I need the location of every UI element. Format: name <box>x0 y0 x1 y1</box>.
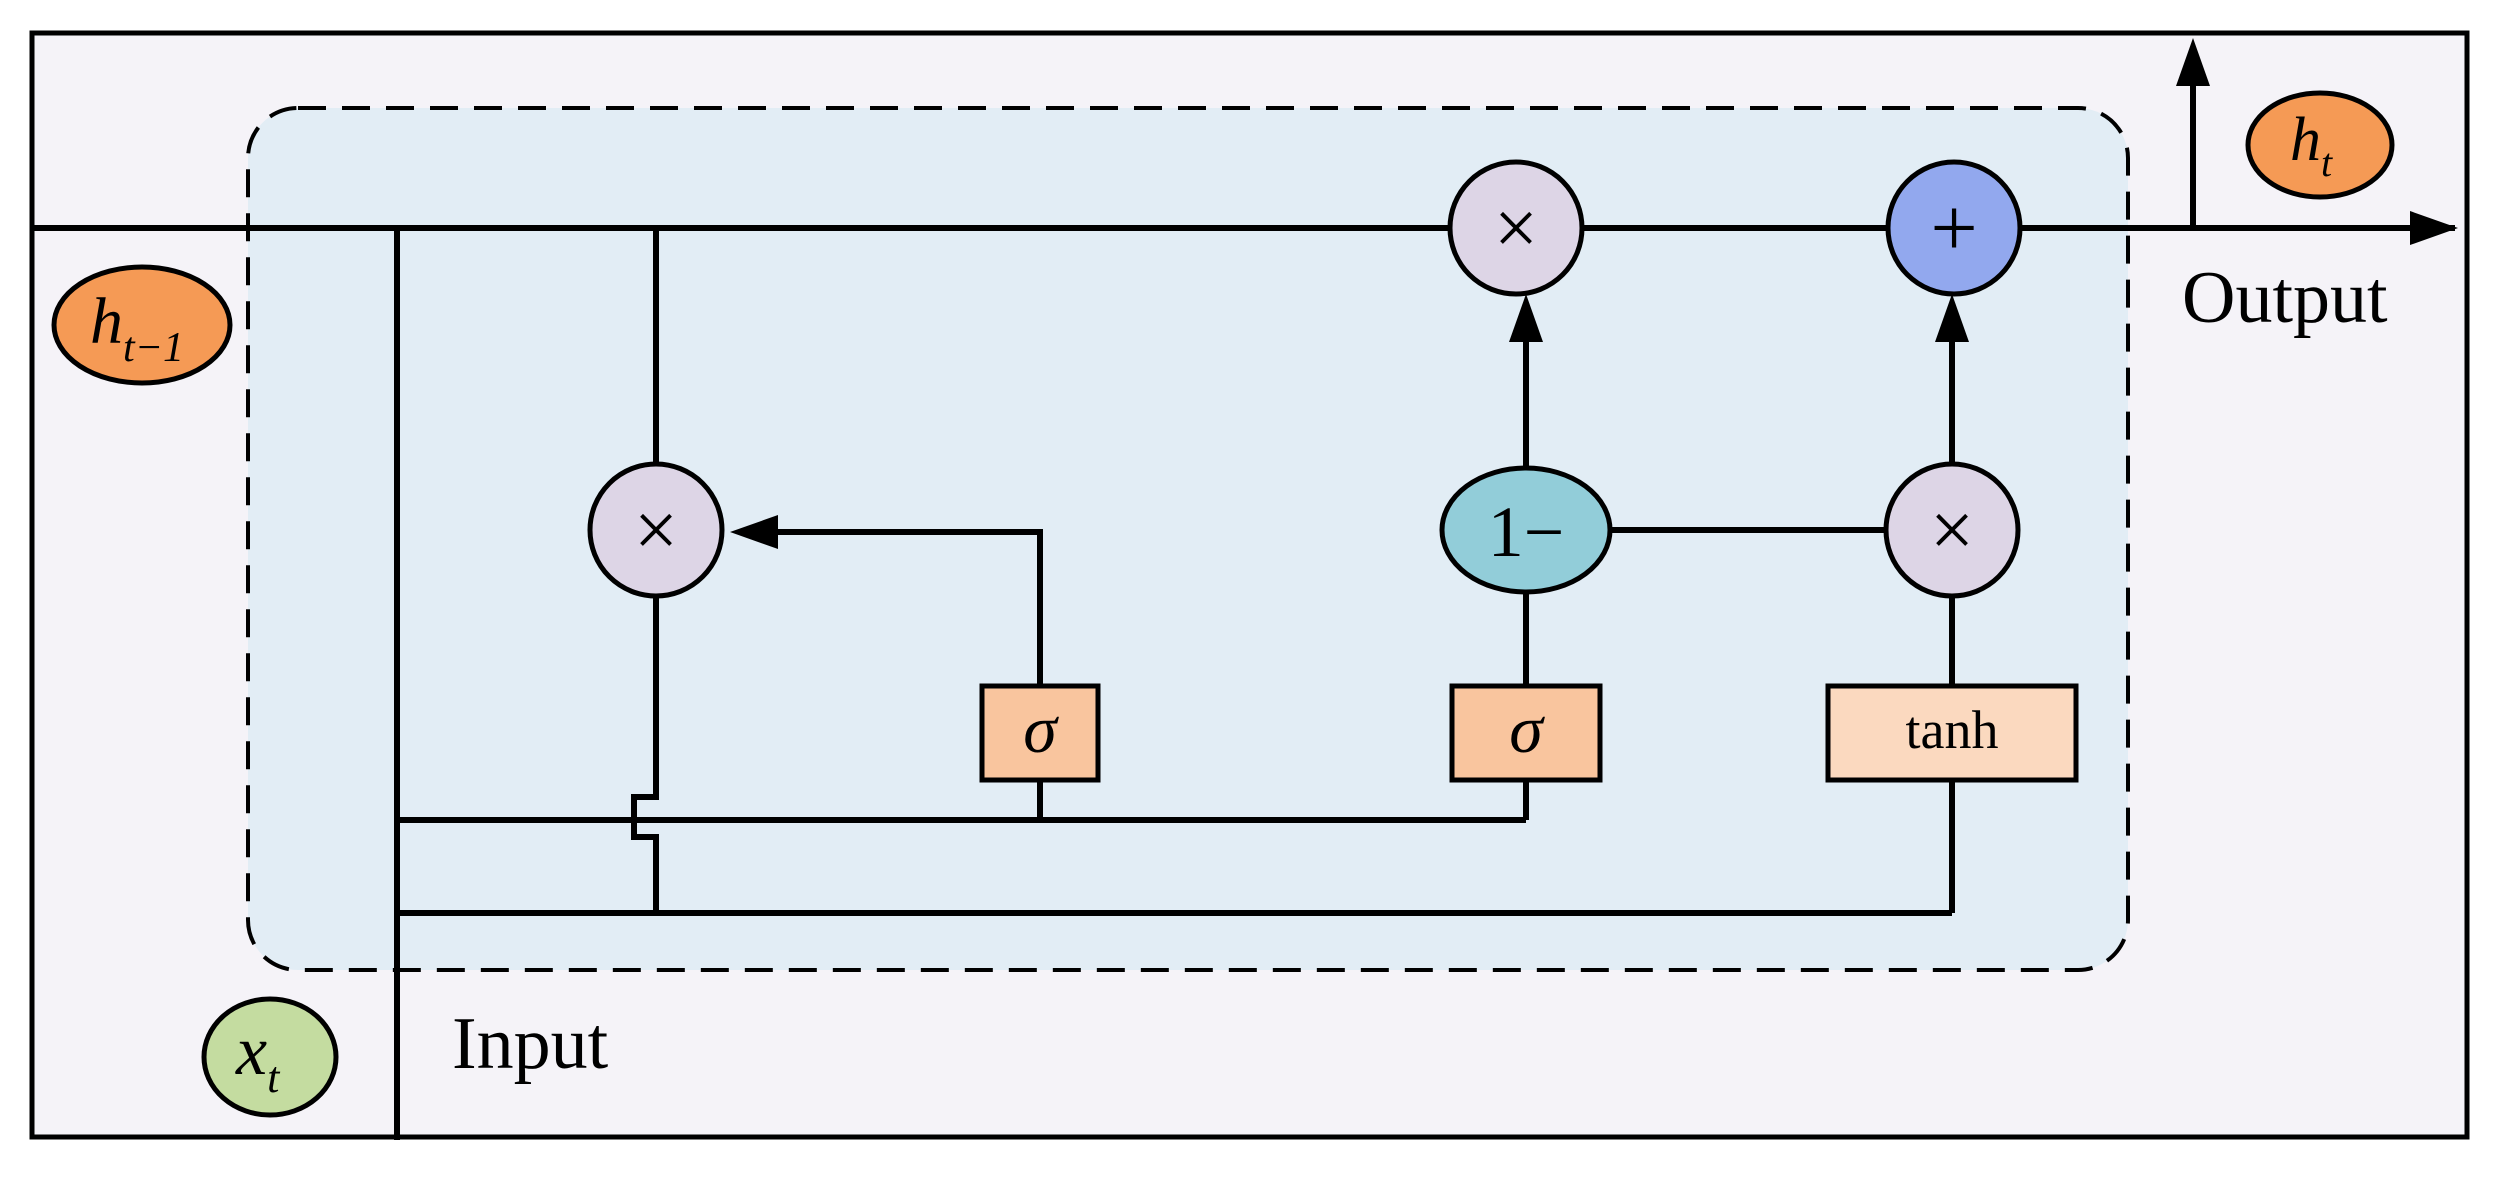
reset-multiply-symbol: × <box>634 486 678 573</box>
candidate-multiply-symbol: × <box>1930 486 1974 573</box>
reset-gate-output-line <box>775 529 1043 686</box>
hidden-multiply-symbol: × <box>1494 184 1538 271</box>
one-minus-label: 1− <box>1488 492 1565 572</box>
prev-hidden-state-base: h <box>90 285 123 358</box>
reset-gate-label: σ <box>1023 691 1059 767</box>
update-gate-box: σ <box>1449 683 1603 783</box>
prev-hidden-state-sub: t−1 <box>123 325 184 371</box>
candidate-tanh-label: tanh <box>1906 700 1999 760</box>
update-arrowhead <box>1509 294 1543 342</box>
reset-multiply-node: × <box>587 461 725 599</box>
hidden-state-node: ht <box>2245 90 2395 200</box>
input-state-label: xt <box>235 1013 281 1102</box>
input-state-base: x <box>235 1013 267 1090</box>
hidden-state-sub: t <box>2321 140 2333 185</box>
candidate-multiply-node: × <box>1883 461 2021 599</box>
output-arrowhead <box>2410 211 2458 245</box>
reset-gate-box: σ <box>979 683 1101 783</box>
input-state-sub: t <box>267 1053 281 1102</box>
prev-hidden-state-node: ht−1 <box>51 264 233 386</box>
hidden-state-base: h <box>2290 106 2321 174</box>
add-node: + <box>1885 159 2023 297</box>
reset-arrowhead <box>730 515 778 549</box>
add-symbol: + <box>1930 182 1977 275</box>
input-state-node: xt <box>201 996 339 1118</box>
input-label: Input <box>452 1003 609 1085</box>
hidden-state-label: ht <box>2290 106 2333 185</box>
one-minus-node: 1− <box>1439 465 1613 595</box>
gru-cell-boundary <box>246 106 2130 972</box>
output-branch-arrowhead <box>2176 38 2210 86</box>
update-gate-label: σ <box>1509 691 1545 767</box>
hidden-multiply-node: × <box>1447 159 1585 297</box>
candidate-arrowhead <box>1935 294 1969 342</box>
output-label: Output <box>2182 257 2388 339</box>
prev-hidden-state-label: ht−1 <box>90 285 184 371</box>
candidate-tanh-box: tanh <box>1825 683 2079 783</box>
